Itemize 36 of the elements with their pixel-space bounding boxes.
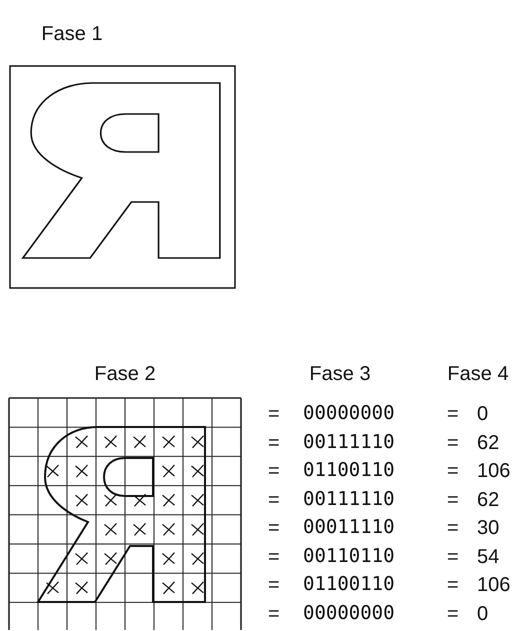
decimal-value: 30	[477, 518, 500, 538]
decimal-value: 0	[477, 404, 488, 424]
equals-sign: =	[268, 604, 280, 624]
binary-value: 01100110	[303, 461, 395, 480]
equals-sign: =	[268, 490, 280, 510]
binary-value: 00111110	[303, 490, 395, 508]
equals-sign: =	[268, 404, 280, 424]
equals-sign: =	[447, 490, 459, 510]
decimal-value: 62	[477, 432, 500, 452]
phase-heading: Fase 3	[309, 364, 371, 384]
equals-sign: =	[268, 575, 280, 595]
decimal-value: 62	[477, 490, 500, 510]
binary-value: 01100110	[303, 575, 395, 594]
decimal-value: 54	[477, 546, 500, 566]
decimal-value: 0	[477, 604, 488, 624]
decimal-value: 106	[477, 575, 510, 595]
equals-sign: =	[268, 546, 280, 566]
binary-value: 00000000	[303, 404, 395, 423]
equals-sign: =	[268, 518, 280, 538]
phase-heading: Fase 1	[41, 24, 103, 44]
equals-sign: =	[447, 432, 459, 452]
equals-sign: =	[447, 604, 459, 624]
equals-sign: =	[268, 432, 280, 452]
phase-heading: Fase 4	[447, 364, 509, 384]
binary-value: 00011110	[303, 518, 395, 537]
binary-value: 00111110	[303, 432, 395, 452]
equals-sign: =	[447, 575, 459, 595]
equals-sign: =	[447, 518, 459, 538]
equals-sign: =	[447, 546, 459, 566]
equals-sign: =	[268, 461, 280, 481]
binary-value: 00110110	[303, 546, 395, 566]
phase-heading: Fase 2	[94, 364, 156, 384]
decimal-value: 106	[477, 461, 510, 481]
equals-sign: =	[447, 461, 459, 481]
equals-sign: =	[447, 404, 459, 424]
binary-value: 00000000	[303, 604, 395, 622]
